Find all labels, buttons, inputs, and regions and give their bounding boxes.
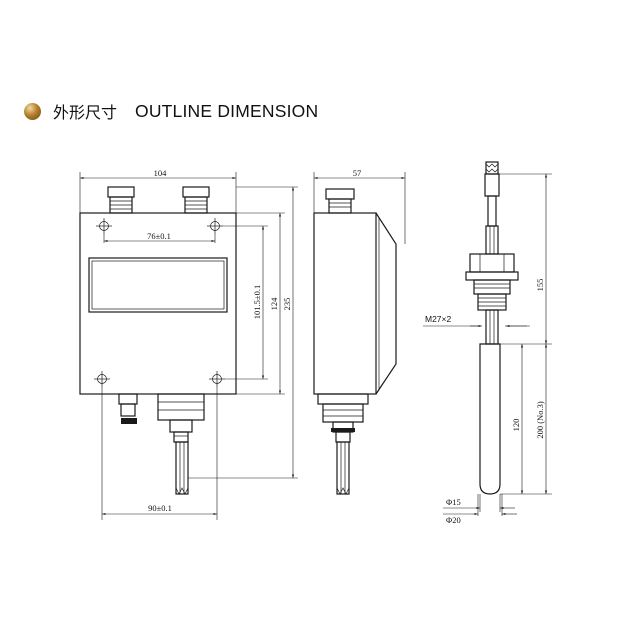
mounting-hole-top-right <box>207 218 223 234</box>
dim-hole-vertical: 101.5±0.1 <box>252 285 262 319</box>
section-heading: 外形尺寸 OUTLINE DIMENSION <box>24 98 318 124</box>
heading-title-english: OUTLINE DIMENSION <box>135 100 319 121</box>
dim-width-104: 104 <box>154 168 168 178</box>
dim-body-height: 124 <box>269 297 279 311</box>
side-housing <box>313 212 377 395</box>
heading-title-chinese: 外形尺寸 <box>53 103 118 122</box>
front-bottom-cable-gland <box>118 393 138 424</box>
dim-probe-length: 200 (No.3) <box>535 401 545 438</box>
dim-bulb-length: 120 <box>511 419 521 432</box>
probe-bulb <box>479 343 501 495</box>
dim-upper-length: 155 <box>535 279 545 292</box>
dim-outer-diameter: Φ20 <box>446 515 461 525</box>
probe-hex-nut <box>469 253 515 273</box>
front-probe-fitting <box>157 393 205 495</box>
front-view: 104 76±0.1 90±0.1 101.5±0.1 124 235 <box>79 168 298 520</box>
dim-total-height: 235 <box>282 298 292 311</box>
dim-inner-diameter: Φ15 <box>446 497 461 507</box>
mounting-hole-bottom-left <box>94 371 110 387</box>
bullet-icon <box>24 102 41 120</box>
front-top-connector-left <box>107 186 135 214</box>
probe-view: M27×2 155 120 200 (No.3) Φ15 Φ20 <box>423 161 552 525</box>
mounting-hole-top-left <box>96 218 112 234</box>
callout-thread: M27×2 <box>425 314 451 324</box>
side-view: 57 <box>313 168 406 495</box>
dim-depth-57: 57 <box>353 168 362 178</box>
dim-hole-spacing-bottom: 90±0.1 <box>148 503 172 513</box>
dim-hole-spacing-top: 76±0.1 <box>147 231 171 241</box>
front-display-window <box>88 257 228 313</box>
front-top-connector-right <box>182 186 210 214</box>
mounting-hole-bottom-right <box>209 371 225 387</box>
